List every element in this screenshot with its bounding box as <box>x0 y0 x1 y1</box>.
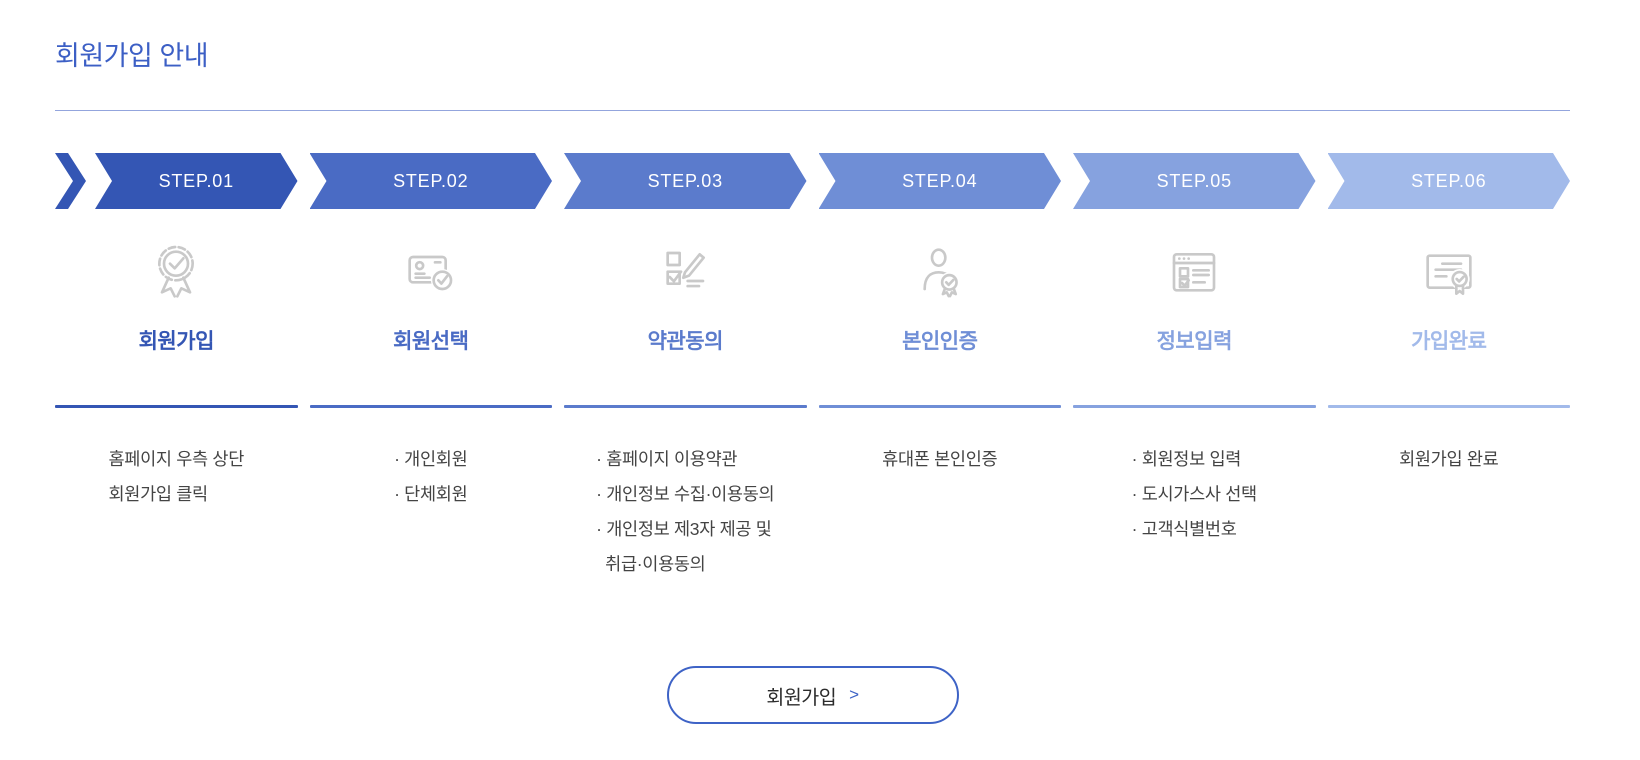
step-column-3: STEP.03 약관동의 · 홈페이지 이용약관 · 개인정보 수집·이용동의 <box>564 153 807 582</box>
signup-button[interactable]: 회원가입 > <box>666 666 959 724</box>
desc-line: · 개인정보 수집·이용동의 <box>596 484 775 504</box>
step5-title: 정보입력 <box>1156 330 1233 353</box>
step5-icon-row <box>1073 237 1316 309</box>
step-column-6: STEP.06 가입완료 회원가입 완료 <box>1327 153 1571 582</box>
browser-form-icon <box>1172 252 1216 292</box>
step6-icon-row <box>1328 237 1571 309</box>
step5-banner-row: STEP.05 <box>1073 153 1316 209</box>
step4-underline <box>818 405 1061 408</box>
desc-line: · 회원정보 입력 <box>1131 449 1242 469</box>
step6-title: 가입완료 <box>1411 330 1487 353</box>
step6-description: 회원가입 완료 <box>1328 442 1571 477</box>
title-divider <box>55 110 1570 111</box>
step-column-4: STEP.04 본인인증 휴대폰 본인인증 <box>818 153 1062 582</box>
step4-description: 휴대폰 본인인증 <box>819 442 1062 477</box>
step6-underline <box>1327 405 1570 408</box>
checklist-pen-icon <box>666 251 706 288</box>
step2-banner-row: STEP.02 <box>310 153 553 209</box>
step3-banner: STEP.03 <box>564 153 807 209</box>
step6-banner-row: STEP.06 <box>1328 153 1571 209</box>
step4-banner: STEP.04 <box>819 153 1062 209</box>
chevron-right-icon: > <box>849 685 859 704</box>
step3-description: · 홈페이지 이용약관 · 개인정보 수집·이용동의 · 개인정보 제3자 제공… <box>564 442 807 582</box>
step2-underline <box>309 405 552 408</box>
desc-line: · 개인회원 <box>394 449 468 469</box>
step5-description: · 회원정보 입력 · 도시가스사 선택 · 고객식별번호 <box>1073 442 1316 547</box>
lead-chevron-icon <box>55 153 86 209</box>
step-column-5: STEP.05 정보입력 <box>1073 153 1316 582</box>
step-column-2: STEP.02 회원선택 · 개인회원 · 단체 <box>309 153 553 582</box>
desc-line: 회원가입 완료 <box>1399 449 1499 469</box>
step4-icon-row <box>819 237 1062 309</box>
step3-underline <box>564 405 807 408</box>
step1-title: 회원가입 <box>138 330 215 353</box>
desc-line: 홈페이지 우측 상단 <box>108 449 245 469</box>
signup-steps: STEP.01 회원가입 홈페이지 우측 상단 회원가입 클릭 <box>55 153 1570 582</box>
desc-line: 회원가입 클릭 <box>108 484 208 504</box>
step3-icon-row <box>564 237 807 309</box>
certificate-icon <box>1426 254 1472 295</box>
page-title: 회원가입 안내 <box>55 41 209 71</box>
desc-line: · 단체회원 <box>394 484 468 504</box>
step4-banner-row: STEP.04 <box>819 153 1062 209</box>
step3-banner-row: STEP.03 <box>564 153 807 209</box>
step6-banner: STEP.06 <box>1328 153 1571 209</box>
step-column-1: STEP.01 회원가입 홈페이지 우측 상단 회원가입 클릭 <box>55 153 298 582</box>
step1-banner: STEP.01 <box>95 153 298 209</box>
step1-underline <box>55 405 298 408</box>
step1-description: 홈페이지 우측 상단 회원가입 클릭 <box>55 442 298 512</box>
step5-banner: STEP.05 <box>1073 153 1316 209</box>
desc-line: · 홈페이지 이용약관 <box>596 449 738 469</box>
step2-title: 회원선택 <box>393 330 469 353</box>
step3-title: 약관동의 <box>647 330 724 353</box>
step2-banner: STEP.02 <box>310 153 553 209</box>
id-card-check-icon <box>408 255 454 292</box>
person-badge-icon <box>923 248 960 298</box>
desc-line: · 개인정보 제3자 제공 및 <box>596 519 772 539</box>
ribbon-badge-icon <box>158 245 195 298</box>
desc-line: 휴대폰 본인인증 <box>882 449 998 469</box>
desc-line: · 도시가스사 선택 <box>1131 484 1258 504</box>
desc-line: · 고객식별번호 <box>1131 519 1237 539</box>
step1-icon-row <box>55 237 298 309</box>
signup-button-label: 회원가입 <box>766 686 837 709</box>
step4-title: 본인인증 <box>902 330 978 353</box>
step2-icon-row <box>310 237 553 309</box>
desc-line: 취급·이용동의 <box>605 554 706 574</box>
step1-banner-row: STEP.01 <box>55 153 298 209</box>
step5-underline <box>1073 405 1316 408</box>
step2-description: · 개인회원 · 단체회원 <box>310 442 553 512</box>
signup-guide-page: 회원가입 안내 STEP.01 회원가입 홈페이지 <box>55 41 1570 724</box>
